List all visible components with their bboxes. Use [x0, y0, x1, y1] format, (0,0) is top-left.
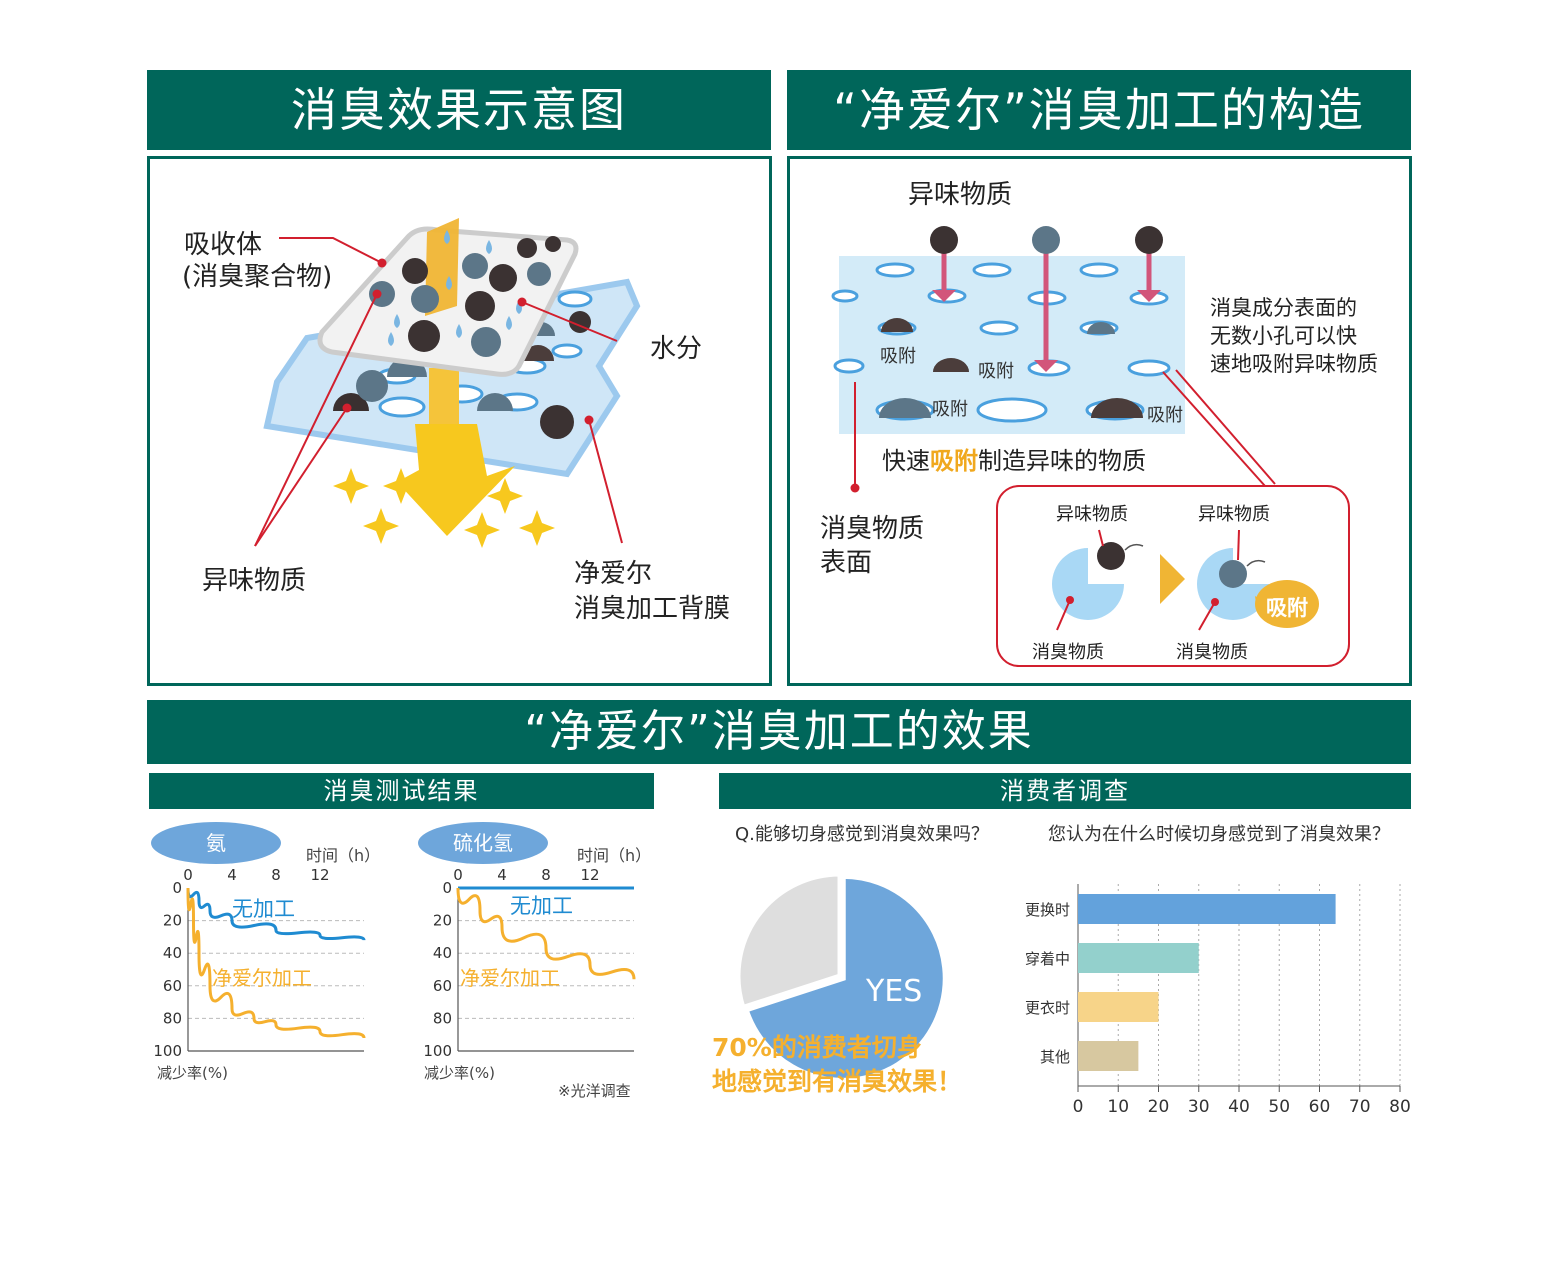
odor-label-left: 异味物质 — [202, 566, 307, 596]
panel-left-title: 消臭效果示意图 — [147, 70, 771, 150]
x-tick-label: 12 — [310, 866, 329, 884]
inset-odor-2: 异味物质 — [1198, 504, 1270, 525]
x-tick-label: 0 — [453, 866, 463, 884]
category-label: 其他 — [1040, 1048, 1070, 1066]
structure-diagram — [831, 226, 1350, 667]
x-tick-label: 80 — [1389, 1097, 1411, 1117]
adsorb-label-1: 吸附 — [880, 346, 916, 367]
chart2-y-label: 减少率(%) — [424, 1064, 495, 1082]
chart1-gas-badge: 氨 — [151, 822, 281, 864]
y-tick-label: 40 — [433, 944, 452, 962]
chart2-treated-label: 净爱尔加工 — [460, 966, 560, 990]
caption-highlight: 吸附 — [930, 447, 978, 475]
y-tick-label: 40 — [163, 944, 182, 962]
desc-line-2: 无数小孔可以快 — [1210, 324, 1357, 348]
inset-substance-2: 消臭物质 — [1176, 642, 1248, 663]
x-tick-label: 10 — [1107, 1097, 1129, 1117]
effect-title: “净爱尔”消臭加工的效果 — [147, 700, 1411, 764]
desc-line-1: 消臭成分表面的 — [1210, 296, 1357, 320]
survey-section-title: 消费者调查 — [719, 773, 1411, 809]
chart2-time-label: 时间（h） — [577, 846, 652, 865]
series-line — [186, 887, 366, 1039]
x-tick-label: 70 — [1349, 1097, 1371, 1117]
caption-pre: 快速 — [882, 447, 930, 475]
panel-right-title: “净爱尔”消臭加工的构造 — [787, 70, 1411, 150]
down-arrow — [397, 424, 515, 536]
x-tick-label: 0 — [183, 866, 193, 884]
survey-question-1: Q.能够切身感觉到消臭效果吗？ — [735, 824, 989, 845]
test-section-title: 消臭测试结果 — [149, 773, 654, 809]
y-tick-label: 20 — [163, 912, 182, 930]
survey-question-2: 您认为在什么时候切身感觉到了消臭效果？ — [1048, 824, 1390, 845]
chart2-untreated-label: 无加工 — [510, 894, 573, 918]
pie-caption-1: 70%的消费者切身 — [712, 1033, 922, 1062]
category-label: 穿着中 — [1025, 950, 1070, 968]
bar — [1078, 1041, 1139, 1071]
y-tick-label: 60 — [163, 977, 182, 995]
series-line — [456, 887, 636, 980]
category-label: 更衣时 — [1025, 999, 1070, 1017]
adsorb-label-2: 吸附 — [978, 361, 1014, 382]
chart2-gas-badge: 硫化氢 — [418, 822, 548, 864]
x-tick-label: 4 — [227, 866, 237, 884]
x-tick-label: 30 — [1188, 1097, 1210, 1117]
pie-caption-2: 地感觉到有消臭效果！ — [712, 1067, 963, 1096]
x-tick-label: 4 — [497, 866, 507, 884]
inset-bubble-label: 吸附 — [1266, 596, 1308, 620]
y-tick-label: 20 — [433, 912, 452, 930]
adsorb-caption: 快速吸附制造异味的物质 — [882, 441, 1146, 476]
x-tick-label: 60 — [1309, 1097, 1331, 1117]
surface-label-2: 表面 — [820, 548, 873, 578]
x-tick-label: 40 — [1228, 1097, 1250, 1117]
category-label: 更换时 — [1025, 901, 1070, 919]
y-tick-label: 0 — [172, 879, 182, 897]
chart1-time-label: 时间（h） — [306, 846, 381, 865]
y-tick-label: 0 — [442, 879, 452, 897]
ammonia-chart: 0 20 40 60 80 100 0 4 8 12 — [153, 866, 366, 1060]
odor-label-right: 异味物质 — [908, 180, 1013, 210]
pie-slice — [743, 873, 948, 1083]
x-tick-label: 8 — [541, 866, 551, 884]
pie-slice — [735, 871, 843, 1011]
sparkle-icon — [333, 468, 369, 504]
adsorb-label-3: 吸附 — [932, 399, 968, 420]
y-tick-label: 100 — [423, 1042, 452, 1060]
y-tick-label: 80 — [433, 1009, 452, 1027]
x-tick-label: 8 — [271, 866, 281, 884]
deodorizing-diagram — [254, 218, 641, 548]
y-tick-label: 80 — [163, 1009, 182, 1027]
desc-line-3: 速地吸附异味物质 — [1210, 352, 1378, 376]
bar — [1078, 894, 1336, 924]
source-note: ※光洋调查 — [558, 1082, 631, 1100]
bar — [1078, 943, 1199, 973]
film-label-2: 消臭加工背膜 — [574, 594, 731, 624]
absorber-sublabel: (消臭聚合物) — [182, 262, 333, 292]
chart1-untreated-label: 无加工 — [232, 897, 295, 921]
caption-post: 制造异味的物质 — [978, 447, 1146, 475]
inset-odor-1: 异味物质 — [1056, 504, 1128, 525]
y-tick-label: 60 — [433, 977, 452, 995]
absorber-label: 吸收体 — [184, 230, 263, 260]
pie-yes-label: YES — [866, 974, 923, 1009]
x-tick-label: 12 — [580, 866, 599, 884]
x-tick-label: 0 — [1073, 1097, 1084, 1117]
series-line — [186, 887, 366, 941]
hydrogen-sulfide-chart: 0 20 40 60 80 100 0 4 8 12 — [423, 866, 636, 1060]
film-label-1: 净爱尔 — [574, 559, 653, 589]
survey-pie-chart — [735, 871, 948, 1083]
x-tick-label: 20 — [1148, 1097, 1170, 1117]
water-label: 水分 — [650, 334, 703, 364]
surface-label-1: 消臭物质 — [820, 514, 925, 544]
chart1-y-label: 减少率(%) — [157, 1064, 228, 1082]
adsorb-label-4: 吸附 — [1147, 405, 1183, 426]
y-tick-label: 100 — [153, 1042, 182, 1060]
x-tick-label: 50 — [1268, 1097, 1290, 1117]
inset-substance-1: 消臭物质 — [1032, 642, 1104, 663]
chart1-treated-label: 净爱尔加工 — [212, 966, 312, 990]
bar — [1078, 992, 1159, 1022]
